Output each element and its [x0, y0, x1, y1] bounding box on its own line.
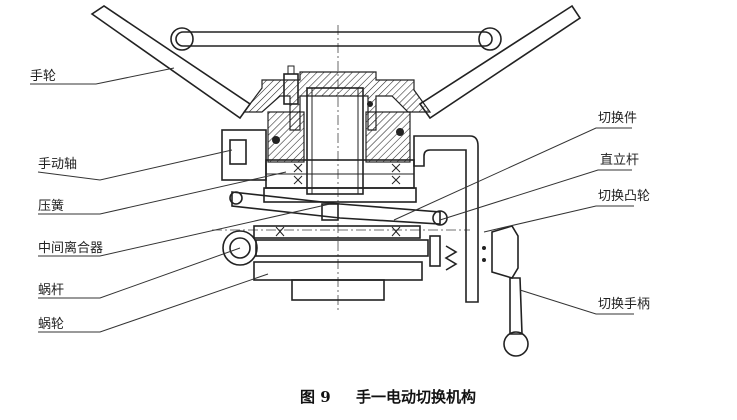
leader-manual-shaft	[37, 149, 233, 181]
switch-cam-assembly	[429, 225, 519, 279]
label-handwheel: 手轮	[30, 69, 56, 84]
cam-spring	[444, 245, 458, 271]
leader-intermediate-clutch	[38, 203, 331, 257]
leader-worm	[38, 247, 241, 299]
label-spring: 压簧	[38, 198, 64, 214]
cap-bolt-head	[287, 65, 295, 75]
oring-right	[396, 128, 404, 136]
handle-stem	[509, 277, 523, 335]
left-housing-wall	[267, 111, 305, 163]
clutch-crosses	[275, 226, 401, 237]
leader-spring	[38, 171, 287, 215]
worm	[222, 230, 429, 266]
clutch-plate	[253, 225, 421, 239]
label-switch-part: 切换件	[598, 111, 637, 126]
label-intermediate-clutch: 中间离合器	[38, 240, 103, 256]
handwheel-spoke-left	[90, 5, 252, 120]
handwheel	[90, 4, 582, 120]
handwheel-rim-joint-right	[478, 27, 502, 51]
spring-plate	[263, 187, 417, 203]
switch-bracket	[413, 135, 479, 303]
handle-knob	[503, 331, 529, 357]
switch-cam	[491, 225, 519, 279]
leader-switch-part	[393, 127, 632, 221]
bearing-crosses-left	[293, 163, 303, 185]
label-worm: 蜗杆	[38, 282, 64, 298]
handwheel-rim	[175, 31, 493, 47]
worm-gear-hub	[291, 279, 385, 301]
clutch-lever	[229, 191, 448, 226]
cam-collar	[429, 235, 441, 267]
label-worm-gear: 蜗轮	[38, 316, 64, 332]
leader-lines	[30, 67, 634, 333]
figure-caption-title: 手一电动切换机构	[356, 388, 476, 406]
switch-handle	[503, 277, 529, 357]
oring-left	[272, 136, 280, 144]
figure-caption-number: 图 9	[300, 388, 331, 406]
leader-switch-handle	[519, 289, 634, 315]
manual-shaft	[229, 139, 247, 165]
worm-inner	[229, 237, 251, 259]
handwheel-rim-joint-left	[170, 27, 194, 51]
label-switch-handle: 切换手柄	[598, 297, 650, 312]
leader-upright-rod	[439, 169, 632, 221]
bracket-arm	[413, 135, 479, 303]
worm-shaft	[255, 239, 429, 257]
manual-shaft-housing	[221, 129, 267, 181]
worm-outer	[222, 230, 258, 266]
lever-pivot	[229, 191, 243, 205]
bearing-crosses-right	[391, 163, 401, 185]
handwheel-spoke-right	[418, 4, 582, 120]
label-manual-shaft: 手动轴	[38, 157, 77, 172]
central-shaft	[306, 87, 364, 195]
right-housing-wall	[365, 111, 411, 163]
leader-switch-cam	[483, 205, 634, 233]
leader-handwheel	[30, 67, 175, 85]
label-upright-rod: 直立杆	[600, 153, 639, 168]
bearing-body	[221, 101, 417, 203]
label-switch-cam: 切换凸轮	[598, 189, 650, 204]
intermediate-clutch-assembly	[253, 225, 421, 239]
worm-gear	[253, 261, 423, 301]
lever-bar	[231, 191, 441, 225]
leader-worm-gear	[38, 273, 269, 333]
